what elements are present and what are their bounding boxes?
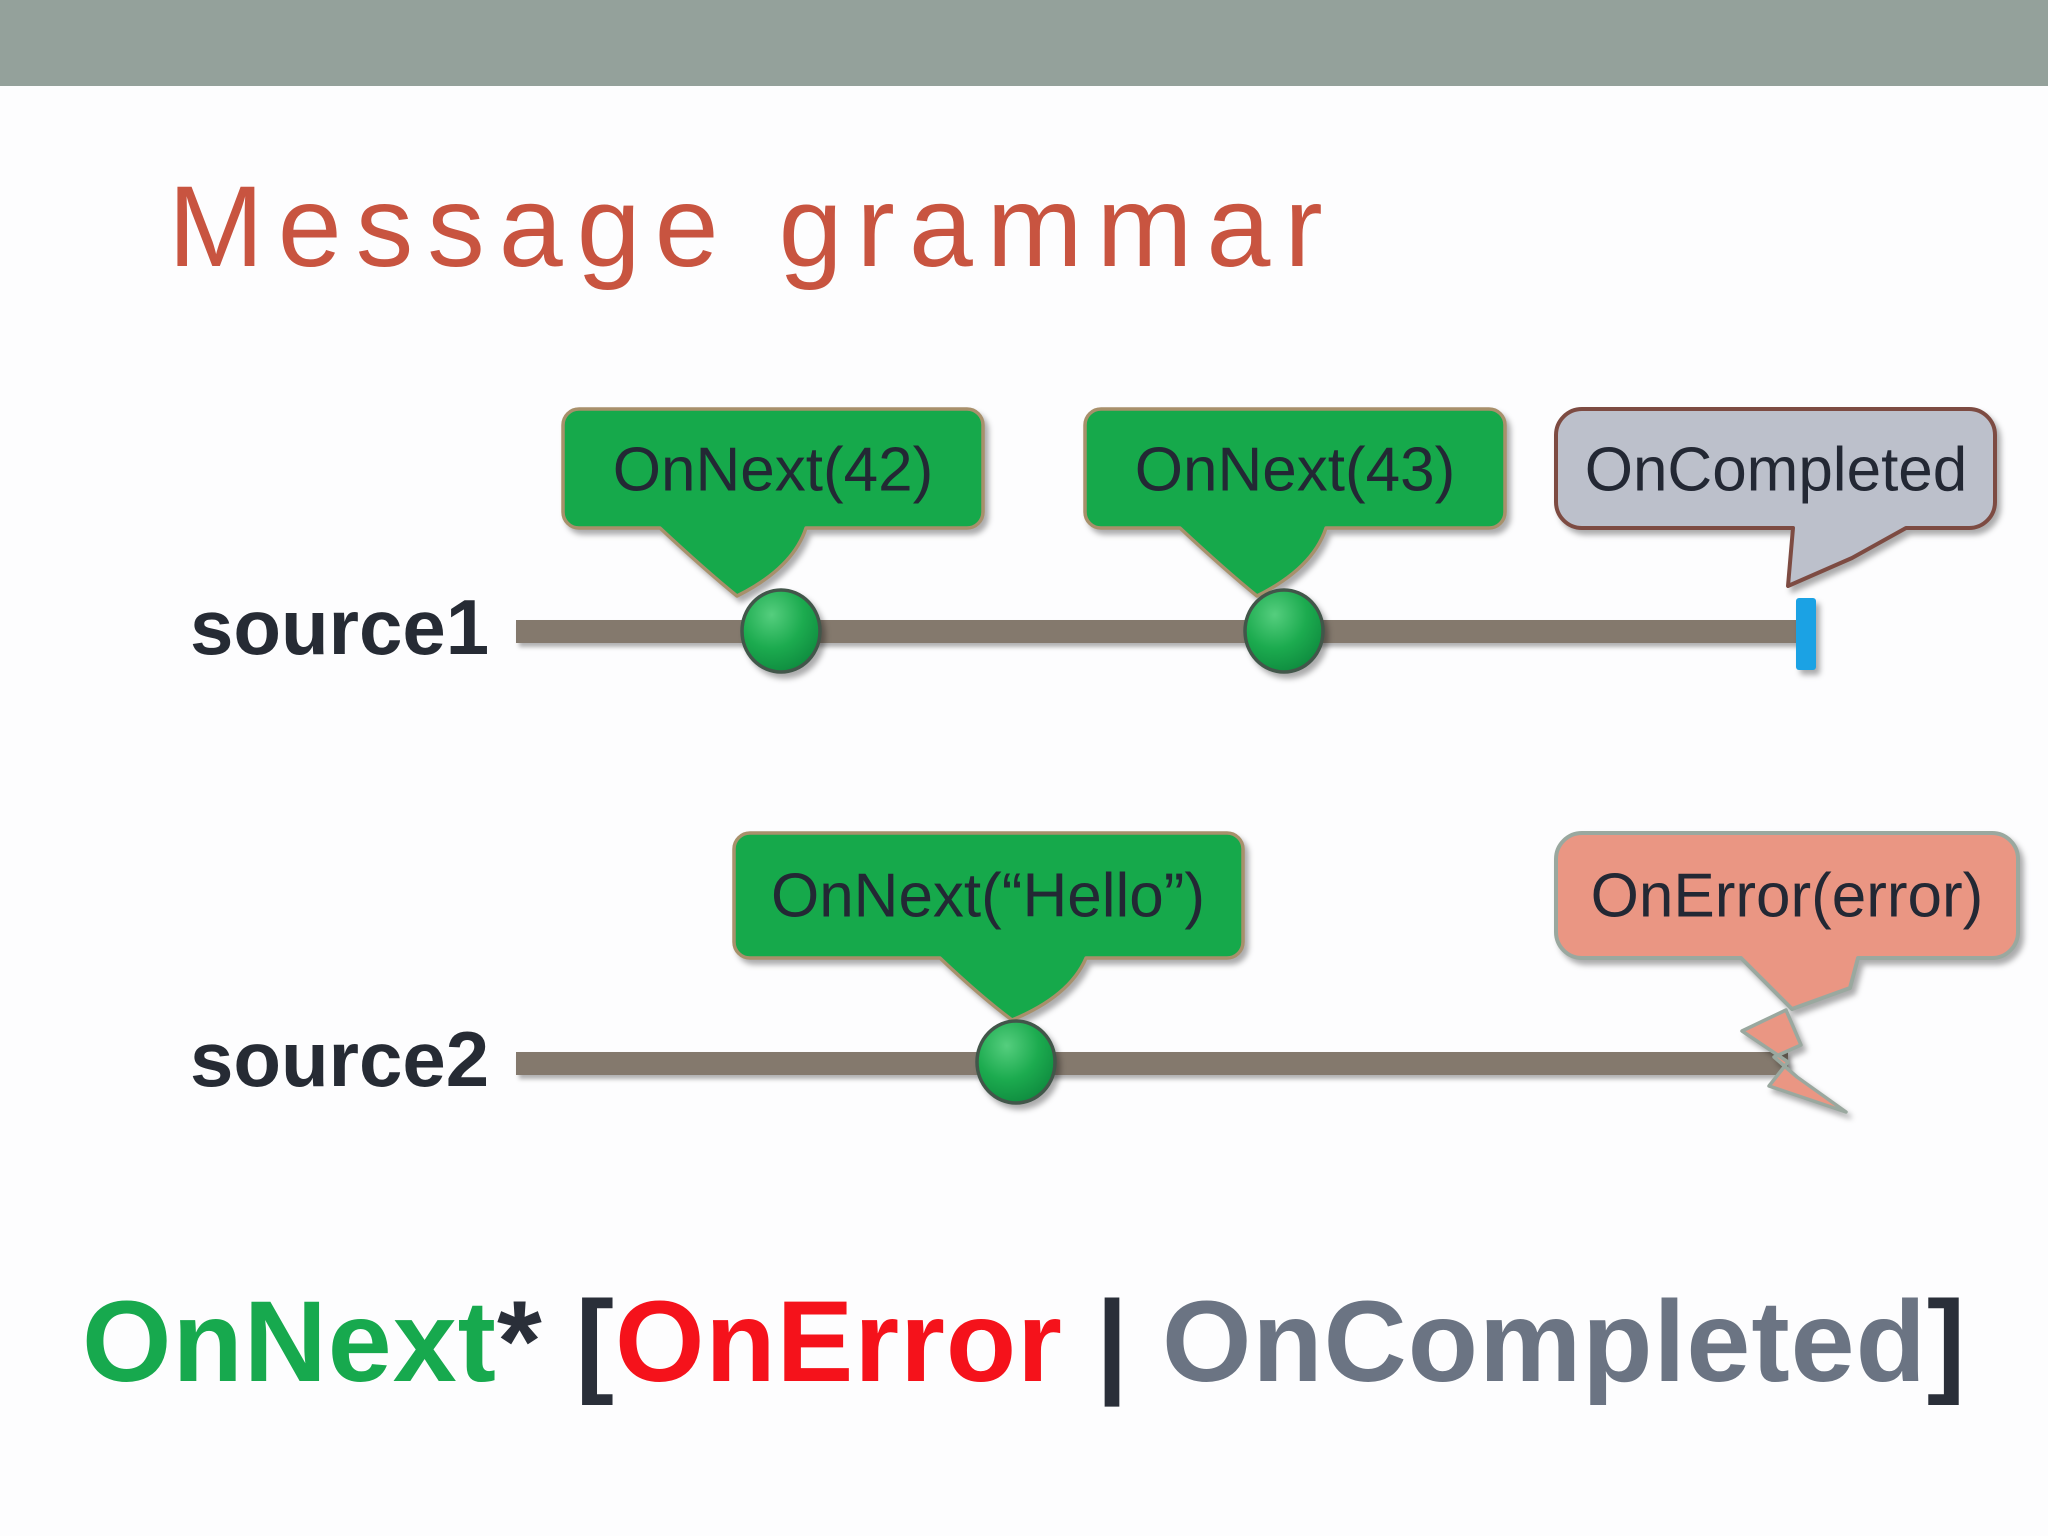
source1-label: source1 — [190, 583, 490, 671]
source2-timeline — [516, 1052, 1788, 1075]
oncompleted-tick — [1796, 598, 1816, 670]
grammar-close-bracket: ] — [1926, 1278, 1967, 1406]
source1-timeline — [516, 620, 1798, 643]
onnext43-callout-shape — [1083, 407, 1507, 598]
oncompleted-callout-text: OnCompleted — [1585, 436, 1968, 505]
onnext42-callout-text: OnNext(42) — [613, 436, 933, 505]
grammar-pipe: | — [1062, 1278, 1162, 1406]
onnexthello-callout-text: OnNext(“Hello”) — [771, 862, 1205, 931]
onnext42-marble — [740, 588, 822, 674]
grammar-oncompleted: OnCompleted — [1161, 1278, 1927, 1406]
grammar-line: OnNext* [OnError | OnCompleted] — [82, 1285, 1966, 1400]
grammar-star: * — [496, 1278, 543, 1406]
header-bar — [0, 0, 2048, 86]
onnext43-marble — [1243, 588, 1325, 674]
source2-label: source2 — [190, 1015, 490, 1103]
grammar-onnext: OnNext — [82, 1278, 497, 1406]
onerror-callout-text: OnError(error) — [1591, 862, 1984, 931]
onnexthello-marble — [975, 1019, 1057, 1105]
onerror-lightning-icon — [1740, 1008, 1848, 1114]
onnext43-callout-text: OnNext(43) — [1135, 436, 1455, 505]
onerror-callout-shape — [1554, 831, 2020, 1011]
grammar-onerror: OnError — [614, 1278, 1063, 1406]
onnext42-callout-shape — [561, 407, 985, 598]
slide-title: Message grammar — [168, 163, 1337, 291]
oncompleted-callout-shape — [1554, 407, 1997, 588]
grammar-open-bracket: [ — [542, 1278, 615, 1406]
